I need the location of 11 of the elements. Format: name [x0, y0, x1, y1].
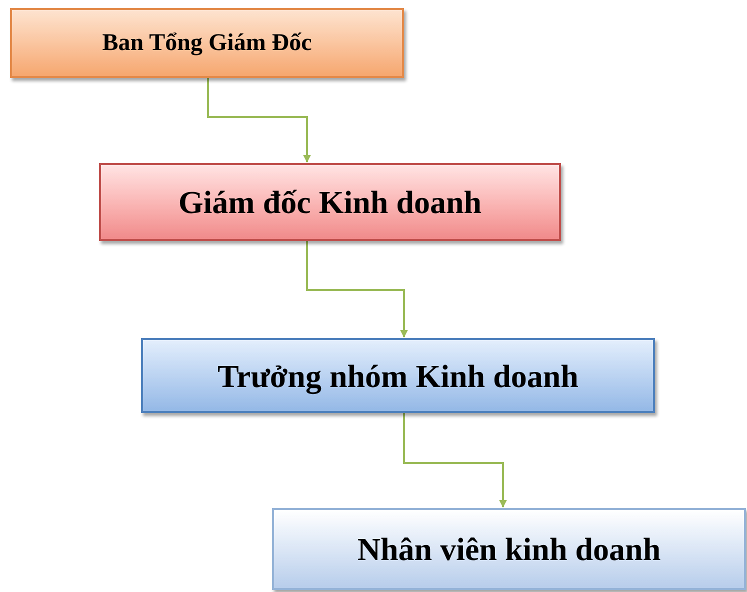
process-box — [10, 8, 404, 78]
process-box — [141, 338, 655, 413]
arrow — [207, 78, 311, 163]
process-box — [99, 163, 561, 241]
box-label: Giám đốc Kinh doanh — [178, 183, 482, 222]
box-label: Trưởng nhóm Kinh doanh — [218, 356, 578, 396]
box-label: Ban Tổng Giám Đốc — [102, 29, 312, 58]
box-label: Nhân viên kinh doanh — [357, 530, 661, 569]
arrow — [306, 241, 408, 338]
arrow — [403, 413, 507, 508]
process-box — [272, 508, 746, 590]
